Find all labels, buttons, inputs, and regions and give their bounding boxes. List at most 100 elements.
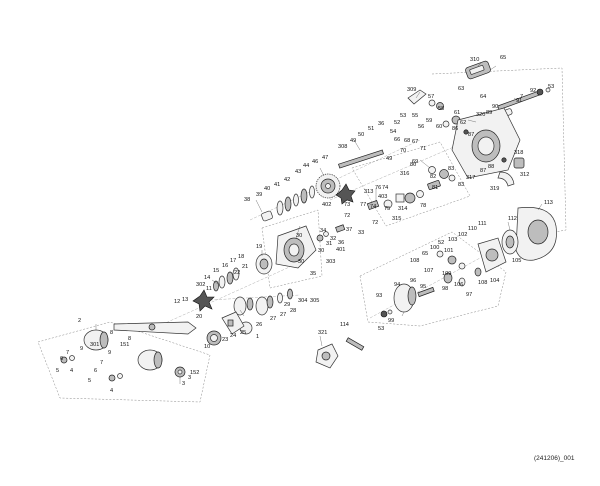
callout-label: 51 — [368, 126, 374, 132]
part-handle-knob-right — [137, 349, 163, 371]
callout-label: 305 — [310, 298, 319, 304]
callout-label: 74 — [382, 185, 388, 191]
callout-label: 100 — [430, 245, 439, 251]
callout-label: 65 — [422, 251, 428, 257]
part-pawl — [407, 89, 427, 105]
part-clutch-cover — [465, 60, 491, 80]
part-handle-nut-plate — [221, 311, 245, 335]
callout-label: 64 — [480, 94, 486, 100]
callout-label: 114 — [340, 322, 349, 328]
callout-label: 52 — [438, 240, 444, 246]
callout-label: 23 — [222, 337, 228, 343]
callout-label: 9 — [108, 350, 111, 356]
callout-label: 58 — [438, 106, 444, 112]
callout-label: 113 — [544, 200, 553, 206]
part-small-bearing — [436, 102, 444, 110]
callout-label: 302 — [196, 282, 205, 288]
callout-label: 83 — [458, 182, 464, 188]
callout-label: 72 — [372, 220, 378, 226]
callout-label: 98 — [442, 286, 448, 292]
callout-label: 75 — [384, 206, 390, 212]
part-spool-shaft-152 — [345, 337, 365, 351]
callout-label: 60 — [436, 124, 442, 130]
callout-label: 65 — [500, 55, 506, 61]
callout-label: 69 — [412, 159, 418, 165]
callout-label: 76 — [375, 185, 381, 191]
callout-label: 108 — [478, 280, 487, 286]
part-small-washer — [428, 99, 436, 107]
callout-label: 402 — [322, 202, 331, 208]
callout-label: 5 — [88, 378, 91, 384]
callout-label: 18 — [238, 254, 244, 260]
callout-label: 2 — [78, 318, 81, 324]
callout-label: 99 — [388, 318, 394, 324]
callout-label: 87 — [480, 168, 486, 174]
part-spool-99 — [380, 283, 435, 318]
part-frame-body — [275, 224, 346, 269]
callout-label: 17 — [230, 258, 236, 264]
callout-label: 14 — [204, 275, 210, 281]
callout-label: 37 — [346, 227, 352, 233]
callout-label: 31 — [326, 241, 332, 247]
callout-label: 403 — [378, 194, 387, 200]
callout-label: 55 — [412, 113, 418, 119]
callout-label: 16 — [222, 263, 228, 269]
callout-label: 26 — [256, 322, 262, 328]
callout-label: 30 — [296, 233, 302, 239]
callout-label: 105 — [512, 258, 521, 264]
callout-label: 318 — [514, 150, 523, 156]
callout-label: 312 — [520, 172, 529, 178]
callout-label: 62 — [460, 120, 466, 126]
part-pinion-washer — [442, 120, 450, 128]
callout-label: 321 — [318, 330, 327, 336]
callout-label: 94 — [394, 282, 400, 288]
callout-label: 47 — [322, 155, 328, 161]
handle-group-outline — [37, 321, 211, 403]
callout-label: 108 — [410, 258, 419, 264]
callout-label: 68 — [404, 138, 410, 144]
callout-label: 74 — [370, 204, 376, 210]
callout-label: 34 — [320, 228, 326, 234]
part-drive-shaft — [338, 149, 384, 169]
callout-label: 49 — [350, 138, 356, 144]
part-knob-small-parts — [60, 355, 186, 382]
callout-label: 71 — [420, 146, 426, 152]
callout-label: 10 — [204, 344, 210, 350]
callout-label: 13 — [182, 297, 188, 303]
callout-label: 57 — [428, 94, 434, 100]
callout-label: 315 — [392, 216, 401, 222]
part-brake-small-parts — [436, 250, 482, 287]
callout-label: 73 — [344, 202, 350, 208]
callout-label: 30 — [318, 248, 324, 254]
callout-label: 93 — [376, 293, 382, 299]
callout-label: 111 — [478, 221, 487, 227]
callout-label: 39 — [256, 192, 262, 198]
part-clicker — [513, 157, 525, 169]
callout-label: 15 — [213, 268, 219, 274]
callout-label: 42 — [284, 177, 290, 183]
part-drive-gear — [315, 173, 341, 199]
part-clutch-cam — [428, 166, 436, 174]
callout-label: 11 — [206, 286, 212, 292]
part-bearing-83 — [448, 174, 456, 182]
callout-label: 401 — [336, 247, 345, 253]
callout-label: 54 — [390, 129, 396, 135]
callout-label: 314 — [398, 206, 407, 212]
callout-label: 303 — [326, 259, 335, 265]
callout-label: 1 — [256, 334, 259, 340]
callout-label: 317 — [466, 175, 475, 181]
callout-label: 44 — [303, 163, 309, 169]
callout-label: 80 — [410, 162, 416, 168]
callout-label: 110 — [468, 226, 477, 232]
callout-label: 72 — [344, 213, 350, 219]
callout-label: 56 — [418, 124, 424, 130]
part-brake-assembly — [477, 237, 507, 273]
callout-label: 50 — [358, 132, 364, 138]
callout-label: 88 — [488, 164, 494, 170]
callout-label: 24 — [230, 333, 236, 339]
part-main-frame — [451, 107, 521, 179]
part-handle-knob-left — [83, 329, 109, 351]
callout-label: 92 — [530, 88, 536, 94]
callout-label: 53 — [548, 84, 554, 90]
